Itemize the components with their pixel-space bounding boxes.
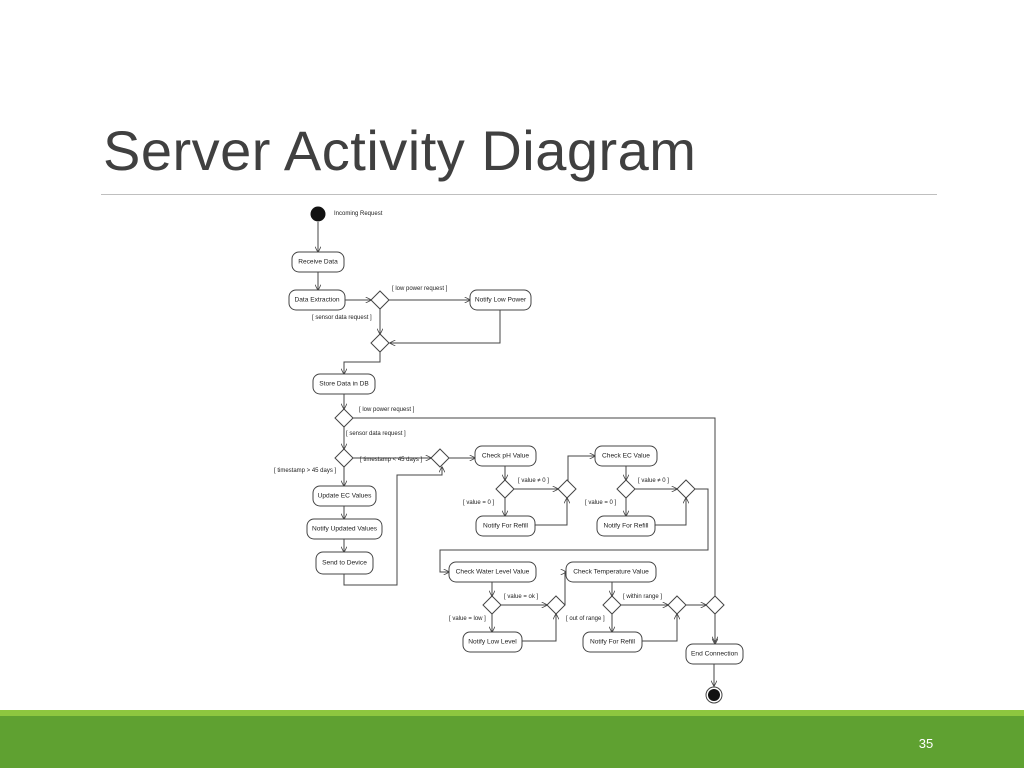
action-label: Notify Updated Values <box>312 526 378 533</box>
action-refill-ec <box>596 515 656 537</box>
guard-label: [ value ≠ 0 ] <box>638 478 669 484</box>
guard-label: [ timestamp > 45 days ] <box>274 468 337 474</box>
edge-refilltemp-merge7 <box>642 614 677 642</box>
action-label: Notify For Refill <box>603 523 649 530</box>
action-update-ec <box>312 485 377 507</box>
guard-label: [ out of range ] <box>566 616 605 622</box>
action-receive-data <box>291 251 345 273</box>
edge-dec2-end <box>353 417 715 642</box>
decision-node <box>370 290 390 310</box>
action-notify-low-level <box>462 631 523 653</box>
title-divider <box>101 194 937 195</box>
action-notify-updated <box>306 518 383 540</box>
edge-merge5-checkwater <box>439 488 709 572</box>
decision-node <box>482 595 502 615</box>
action-label: Receive Data <box>298 259 338 266</box>
action-check-ph <box>474 445 537 467</box>
merge-node <box>430 448 450 468</box>
action-label: Notify Low Power <box>475 297 527 304</box>
decision-node <box>616 479 636 499</box>
decision-node <box>495 479 515 499</box>
edge-notifylow-merge6 <box>522 614 556 642</box>
edge-merge1-store <box>344 352 381 374</box>
final-node <box>708 689 720 701</box>
action-label: Notify For Refill <box>483 523 529 530</box>
action-send-to-device <box>315 551 374 575</box>
edge-refillec-merge5 <box>655 498 686 526</box>
flow-edges <box>318 222 715 686</box>
edge-refillph-merge4 <box>535 498 567 526</box>
action-end-connection <box>685 643 744 665</box>
slide-title: Server Activity Diagram <box>103 119 697 182</box>
action-label: Check Temperature Value <box>573 569 649 576</box>
action-label: End Connection <box>691 651 738 658</box>
guard-label: [ value ≠ 0 ] <box>518 478 549 484</box>
action-refill-temp <box>582 631 643 653</box>
merge-node <box>705 595 725 615</box>
footer-bar <box>0 716 1024 768</box>
action-check-ec <box>594 445 658 467</box>
decision-node <box>602 595 622 615</box>
action-label: Check EC Value <box>602 453 650 460</box>
action-label: Notify Low Level <box>468 639 517 646</box>
action-notify-low-power <box>469 289 532 311</box>
merge-node <box>676 479 696 499</box>
edge-send-merge2 <box>343 467 442 586</box>
guard-label: [ sensor data request ] <box>312 315 372 321</box>
action-label: Data Extraction <box>294 297 339 304</box>
action-label: Check Water Level Value <box>456 569 530 576</box>
action-label: Notify For Refill <box>590 639 636 646</box>
action-label: Check pH Value <box>482 453 529 460</box>
merge-node <box>557 479 577 499</box>
guard-label: [ sensor data request ] <box>346 431 406 437</box>
guard-label: [ low power request ] <box>359 407 415 413</box>
guard-label: [ value = low ] <box>449 616 486 622</box>
action-label: Update EC Values <box>318 493 372 500</box>
page-number: 35 <box>918 736 934 751</box>
action-check-temp <box>565 561 657 583</box>
decision-node <box>334 408 354 428</box>
merge-node <box>370 333 390 353</box>
guard-label: [ value = 0 ] <box>463 500 495 506</box>
action-store-data <box>312 373 376 395</box>
action-label: Send to Device <box>322 560 367 567</box>
action-label: Store Data in DB <box>319 381 369 388</box>
guard-label: [ within range ] <box>623 594 662 600</box>
initial-node <box>310 206 326 222</box>
action-data-extraction <box>288 289 346 311</box>
action-nodes <box>288 251 744 665</box>
merge-node <box>546 595 566 615</box>
action-check-water <box>448 561 537 583</box>
guard-label: [ low power request ] <box>392 286 448 292</box>
merge-node <box>667 595 687 615</box>
decision-node <box>334 448 354 468</box>
start-label: Incoming Request <box>334 211 383 217</box>
action-refill-ph <box>475 515 536 537</box>
edge-lowpower-merge1 <box>390 310 501 343</box>
decision-nodes <box>334 290 725 615</box>
guard-label: [ value = 0 ] <box>585 500 617 506</box>
guard-label: [ value = ok ] <box>504 594 539 600</box>
footer-accent-bar <box>0 710 1024 716</box>
guard-label: [ timestamp < 45 days ] <box>360 457 423 463</box>
